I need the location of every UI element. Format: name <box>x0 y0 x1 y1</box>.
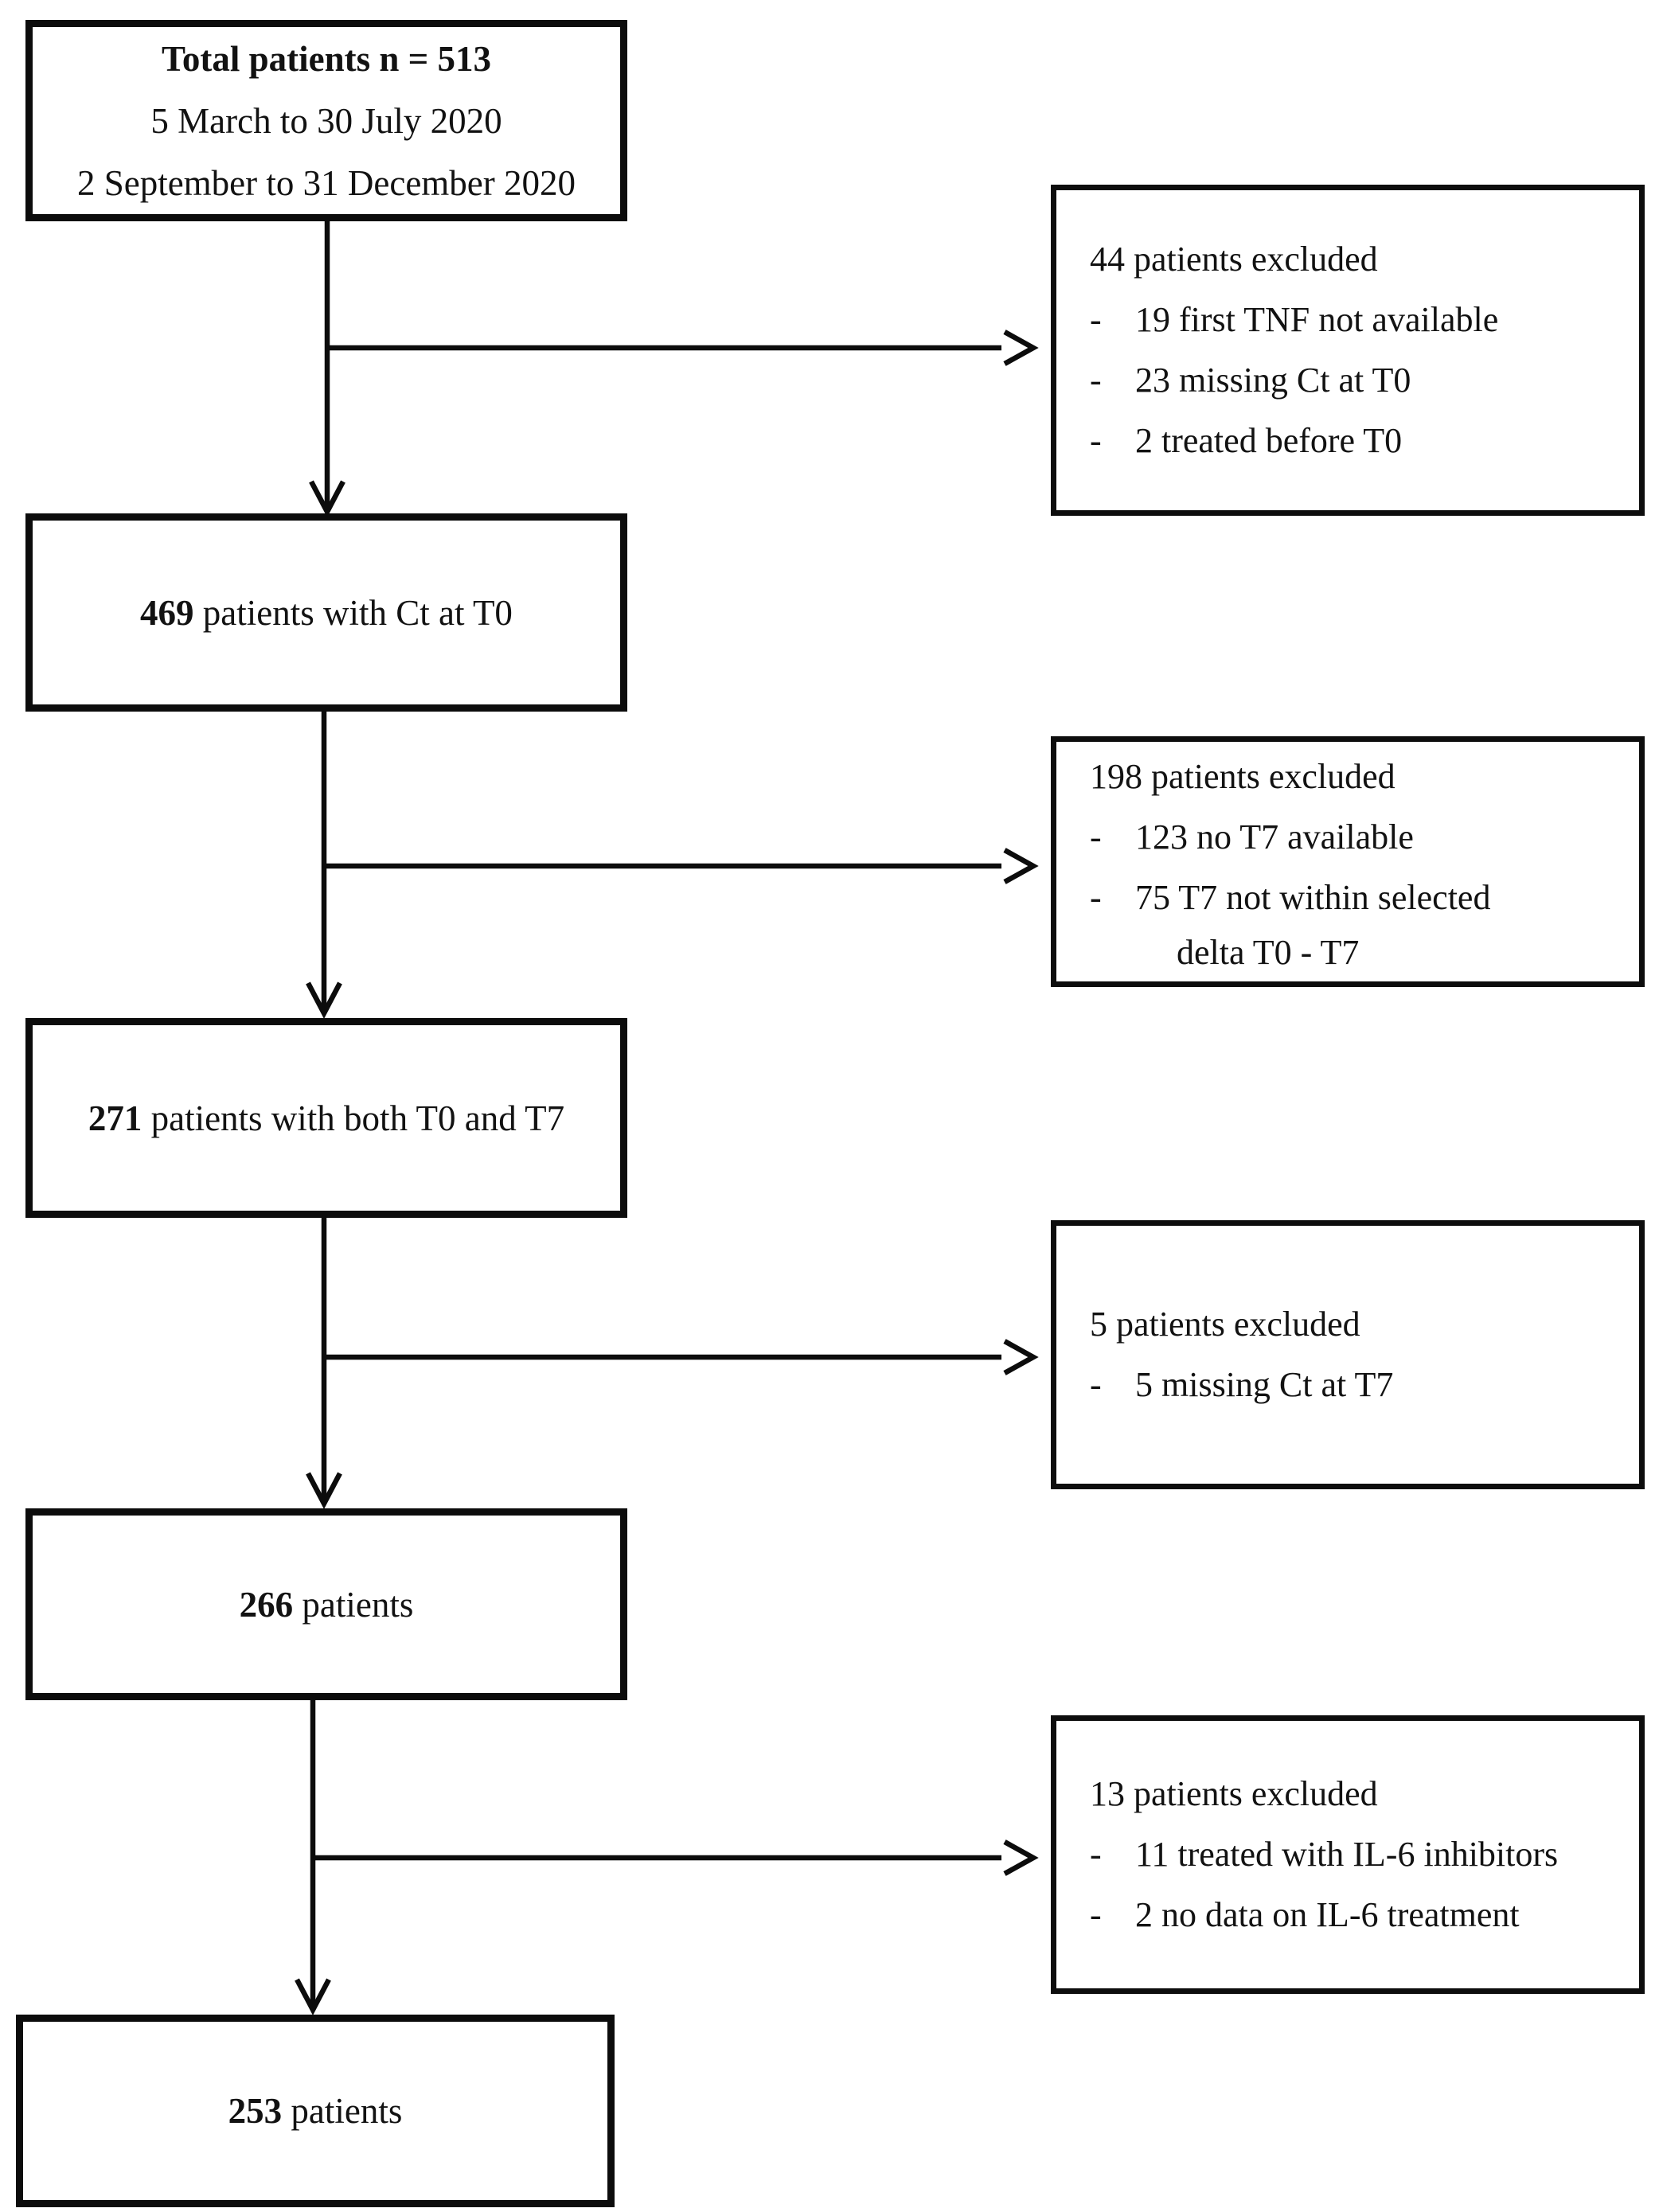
arrow-469-to-271 <box>306 712 1039 1019</box>
patient-count-label: patients <box>282 2091 403 2131</box>
bullet-marker: - <box>1090 817 1102 856</box>
bullet-text: 5 missing Ct at T7 <box>1135 1365 1394 1404</box>
bullet-text: 11 treated with IL-6 inhibitors <box>1135 1835 1559 1874</box>
bullet-text-continuation: delta T0 - T7 <box>1177 932 1360 972</box>
patient-count: 271 <box>88 1098 142 1138</box>
arrowhead-right-icon <box>1003 848 1039 884</box>
arrowhead-right-icon <box>1003 1339 1039 1375</box>
exclusion-title: 13 patients excluded <box>1090 1774 1378 1813</box>
flow-box-label: 271 patients with both T0 and T7 <box>88 1087 564 1149</box>
exclusion-bullet: - 2 treated before T0 <box>1090 411 1633 471</box>
exclusion-title: 44 patients excluded <box>1090 240 1378 279</box>
bullet-text: 23 missing Ct at T0 <box>1135 361 1411 400</box>
bullet-marker: - <box>1090 361 1102 400</box>
arrow-266-to-253 <box>295 1700 1039 2015</box>
exclusion-bullet: - 19 first TNF not available <box>1090 290 1633 350</box>
flow-box-266-patients: 266 patients <box>25 1508 627 1700</box>
exclusion-box-5: 5 patients excluded - 5 missing Ct at T7 <box>1051 1220 1645 1489</box>
bullet-marker: - <box>1090 877 1102 917</box>
patient-count-label: patients with both T0 and T7 <box>142 1098 565 1138</box>
arrowhead-down-icon <box>306 1472 342 1509</box>
bullet-text: 2 treated before T0 <box>1135 421 1403 460</box>
exclusion-bullet: - 23 missing Ct at T0 <box>1090 350 1633 411</box>
flow-box-label: 469 patients with Ct at T0 <box>140 582 513 644</box>
exclusion-bullet: - 2 no data on IL-6 treatment <box>1090 1885 1633 1945</box>
flow-box-271-t0-and-t7: 271 patients with both T0 and T7 <box>25 1018 627 1218</box>
exclusion-box-44: 44 patients excluded - 19 first TNF not … <box>1051 185 1645 516</box>
bullet-marker: - <box>1090 1895 1102 1934</box>
flow-box-date-range-1: 5 March to 30 July 2020 <box>150 100 502 141</box>
patient-count: 266 <box>239 1584 294 1625</box>
flow-box-label: 253 patients <box>228 2080 403 2142</box>
exclusion-title: 198 patients excluded <box>1090 756 1396 796</box>
arrowhead-right-icon <box>1003 330 1039 366</box>
bullet-marker: - <box>1090 1835 1102 1874</box>
flow-box-469-ct-at-t0: 469 patients with Ct at T0 <box>25 513 627 712</box>
flow-box-date-range-2: 2 September to 31 December 2020 <box>76 162 576 203</box>
bullet-text: 2 no data on IL-6 treatment <box>1135 1895 1520 1934</box>
bullet-marker: - <box>1090 300 1102 339</box>
arrow-total-to-469 <box>309 221 1039 517</box>
patient-count-label: patients <box>293 1584 414 1625</box>
flow-box-total-patients: Total patients n = 513 5 March to 30 Jul… <box>25 20 627 221</box>
exclusion-box-198: 198 patients excluded - 123 no T7 availa… <box>1051 736 1645 987</box>
arrowhead-right-icon <box>1003 1839 1039 1876</box>
patient-count: 253 <box>228 2091 283 2131</box>
flow-box-label: 266 patients <box>240 1574 414 1636</box>
exclusion-bullet: - 11 treated with IL-6 inhibitors <box>1090 1824 1633 1885</box>
arrowhead-down-icon <box>295 1978 331 2015</box>
exclusion-bullet: - 5 missing Ct at T7 <box>1090 1355 1633 1415</box>
exclusion-bullet: - 123 no T7 available <box>1090 807 1633 868</box>
flow-box-title: Total patients n = 513 <box>161 38 492 79</box>
patient-count-label: patients with Ct at T0 <box>193 592 513 633</box>
bullet-marker: - <box>1090 1365 1102 1404</box>
bullet-text: 19 first TNF not available <box>1135 300 1499 339</box>
bullet-text: 75 T7 not within selected <box>1135 877 1491 917</box>
exclusion-box-13: 13 patients excluded - 11 treated with I… <box>1051 1715 1645 1994</box>
exclusion-title: 5 patients excluded <box>1090 1305 1360 1344</box>
arrow-271-to-266 <box>306 1218 1039 1509</box>
arrowhead-down-icon <box>306 981 342 1019</box>
bullet-marker: - <box>1090 421 1102 460</box>
patient-count: 469 <box>140 592 194 633</box>
flow-box-253-patients: 253 patients <box>16 2015 615 2207</box>
arrowhead-down-icon <box>309 480 345 517</box>
exclusion-bullet: - 75 T7 not within selected <box>1090 868 1633 928</box>
bullet-text: 123 no T7 available <box>1135 817 1414 856</box>
